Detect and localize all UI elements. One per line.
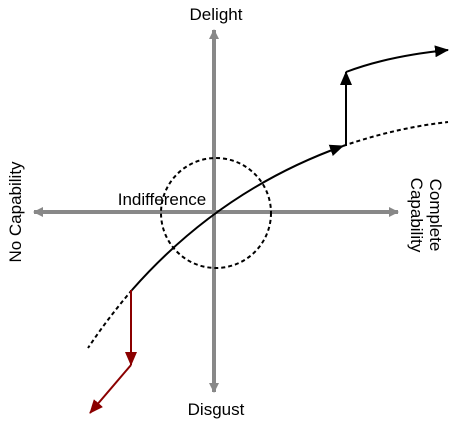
upper-curve — [345, 45, 449, 73]
label-indifference: Indifference — [118, 190, 207, 209]
label-complete-capability-line2: Capability — [407, 178, 426, 253]
curve-dotted-lower — [87, 289, 133, 349]
downward-diagonal-arrow — [89, 364, 132, 414]
indifference-circle — [160, 157, 272, 269]
label-disgust: Disgust — [188, 400, 245, 419]
label-delight: Delight — [190, 5, 243, 24]
curve-dotted-upper — [342, 121, 449, 147]
main-curve — [131, 144, 344, 291]
label-no-capability: No Capability — [6, 161, 25, 263]
label-complete-capability-line1: Complete — [426, 179, 445, 252]
